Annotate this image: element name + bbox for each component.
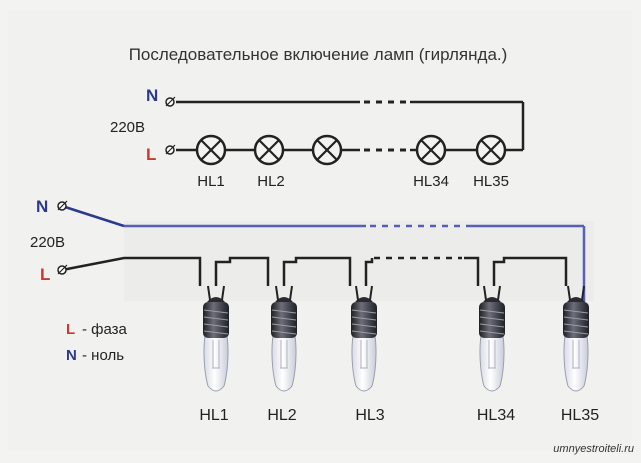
legend-n-text: - ноль — [82, 347, 124, 364]
top-n-terminal — [165, 96, 176, 107]
top-voltage-label: 220В — [110, 119, 145, 136]
top-lamp-label-1: HL1 — [197, 173, 225, 190]
bottom-backplate — [124, 221, 594, 301]
bottom-l-label: L — [40, 265, 50, 284]
light-bulb — [203, 285, 229, 392]
top-lamp-symbol — [311, 134, 343, 166]
light-bulb — [479, 285, 505, 392]
top-lamp-label-34: HL34 — [413, 173, 449, 190]
bottom-lamp-label-2: HL2 — [267, 407, 296, 424]
bottom-lamp-label-1: HL1 — [199, 407, 228, 424]
top-lamp-label-35: HL35 — [473, 173, 509, 190]
top-schematic: N 220В L HL1 HL2 HL34 HL35 — [110, 86, 525, 190]
legend-n-letter: N — [66, 347, 77, 364]
top-lamp-label-2: HL2 — [257, 173, 285, 190]
bottom-lamp-label-3: HL3 — [355, 407, 384, 424]
legend-l-letter: L — [66, 321, 75, 338]
bottom-n-label: N — [36, 197, 48, 216]
bottom-n-terminal — [57, 200, 68, 211]
top-lamp-symbol — [475, 134, 507, 166]
top-lamp-symbol — [253, 134, 285, 166]
watermark: umnyestroiteli.ru — [553, 443, 634, 455]
light-bulb — [271, 285, 297, 392]
top-n-label: N — [146, 86, 158, 105]
top-l-label: L — [146, 145, 156, 164]
bottom-lamp-label-35: HL35 — [561, 407, 599, 424]
light-bulb — [351, 285, 377, 392]
top-lamp-symbol — [415, 134, 447, 166]
top-l-terminal — [165, 144, 176, 155]
diagram-title: Последовательное включение ламп (гирлянд… — [129, 45, 508, 64]
bottom-lamp-label-34: HL34 — [477, 407, 515, 424]
bottom-wiring: N 220В L HL1 HL2 HL3 HL34 HL35 — [30, 197, 599, 424]
legend: L - фаза N - ноль — [66, 321, 128, 364]
top-lamp-symbol — [195, 134, 227, 166]
bottom-l-terminal — [57, 264, 68, 275]
legend-l-text: - фаза — [82, 321, 128, 338]
bottom-voltage-label: 220В — [30, 234, 65, 251]
light-bulb — [563, 285, 589, 392]
